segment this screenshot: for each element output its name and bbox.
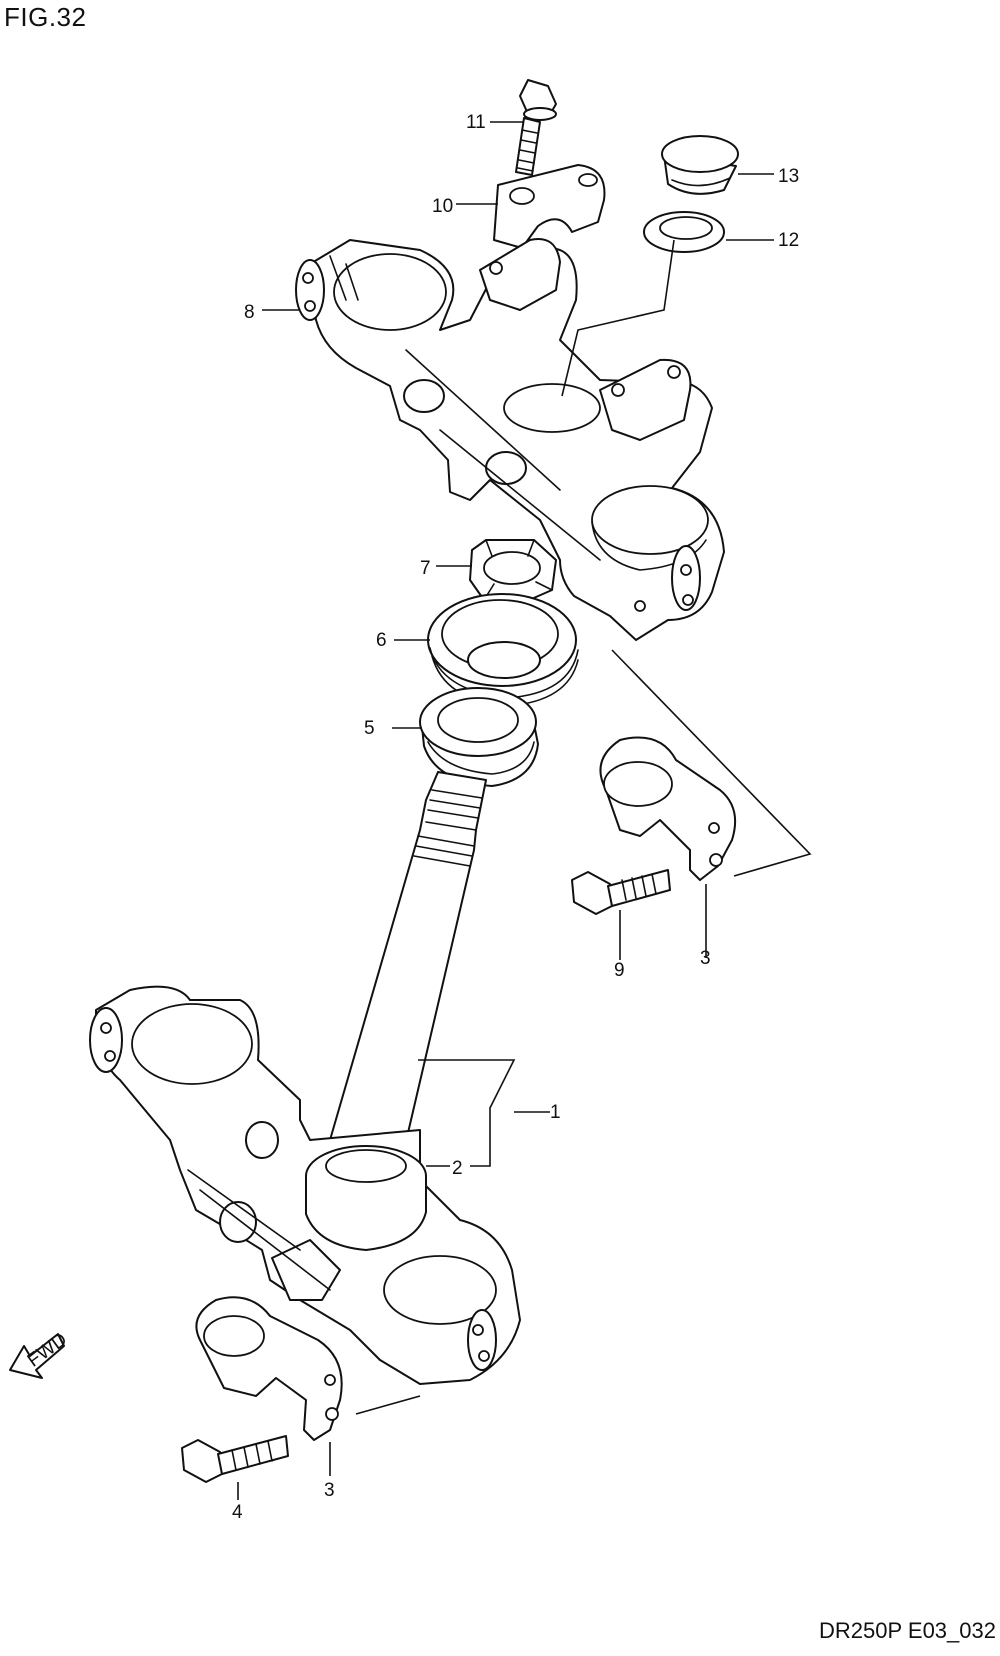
callout-2: 2 [452, 1158, 463, 1179]
callout-12: 12 [778, 230, 799, 251]
callout-8: 8 [244, 302, 255, 323]
part-11-bolt[interactable] [515, 79, 557, 176]
callout-11: 11 [466, 112, 486, 133]
part-13-cap[interactable] [661, 135, 739, 195]
part-9-bolt[interactable] [571, 869, 671, 915]
callout-13: 13 [778, 166, 799, 187]
part-5-bearing[interactable] [419, 687, 539, 787]
part-10-handlebar-holder[interactable] [493, 164, 606, 249]
callout-labels: 1 2 3 3 4 5 6 7 8 9 10 11 12 13 [232, 112, 799, 1523]
figure-title: FIG.32 [4, 2, 87, 32]
fwd-arrow-label: FWD [24, 1329, 71, 1371]
callout-4: 4 [232, 1502, 243, 1523]
callout-3-lower: 3 [324, 1480, 335, 1501]
callout-10: 10 [432, 196, 453, 217]
callout-6: 6 [376, 630, 387, 651]
callout-7: 7 [420, 558, 431, 579]
callout-9: 9 [614, 960, 625, 981]
part-7-stem-nut[interactable] [469, 539, 557, 605]
fwd-arrow: FWD [9, 1329, 71, 1379]
callout-5: 5 [364, 718, 375, 739]
part-8-upper-bracket[interactable] [295, 238, 725, 641]
leader-lines [237, 121, 812, 1500]
callout-3-upper: 3 [700, 948, 711, 969]
part-3-guide-lower[interactable] [195, 1296, 343, 1441]
part-12-washer[interactable] [643, 211, 725, 253]
part-4-bolt[interactable] [181, 1435, 289, 1483]
part-3-guide-upper[interactable] [599, 736, 736, 881]
callout-1: 1 [550, 1102, 561, 1123]
figure-code: DR250P E03_032 [819, 1618, 996, 1643]
part-6-race-cover[interactable] [427, 593, 579, 707]
part-1-steering-stem[interactable] [89, 771, 521, 1385]
